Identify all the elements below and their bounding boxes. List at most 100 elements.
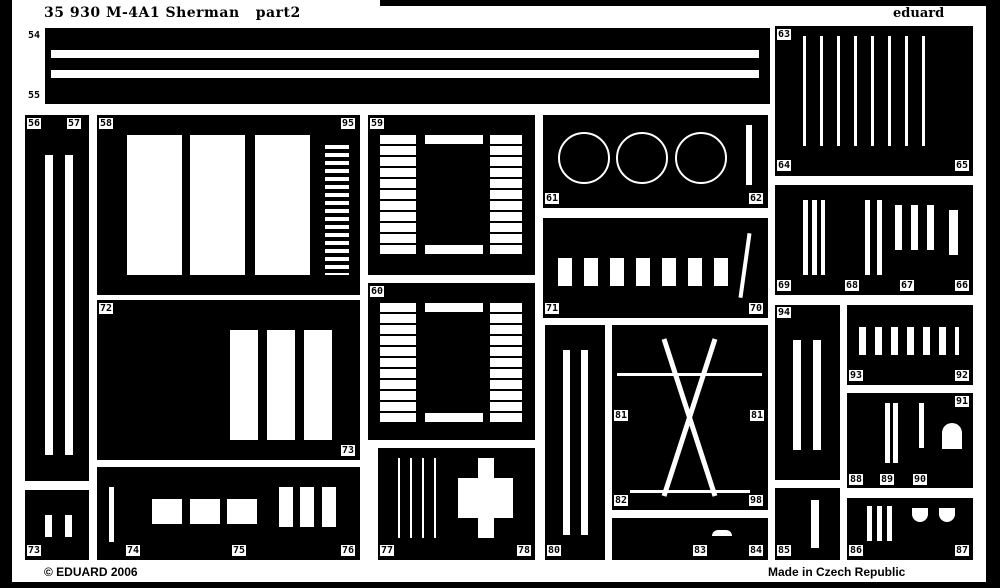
part-label: 86 xyxy=(849,545,864,556)
panel-rails xyxy=(45,28,770,104)
made-in-text: Made in Czech Republic xyxy=(768,565,906,579)
part-label: 93 xyxy=(849,370,864,381)
bracket-3 xyxy=(304,330,332,440)
part-75a xyxy=(152,499,182,524)
part-label: 95 xyxy=(341,118,356,129)
part-label: 82 xyxy=(614,495,629,506)
strips-68 xyxy=(865,200,883,275)
pins-93 xyxy=(859,327,959,355)
seat-right xyxy=(255,135,310,275)
part-label: 71 xyxy=(545,303,560,314)
part-66 xyxy=(949,210,958,255)
part-label: 92 xyxy=(955,370,970,381)
strip-94b xyxy=(813,340,821,450)
grille-60-right xyxy=(490,303,522,423)
panel-94 xyxy=(775,305,840,480)
panel-74-76 xyxy=(97,467,360,560)
comb-part-95 xyxy=(325,145,349,275)
part-label: 98 xyxy=(749,495,764,506)
fret-edge-left xyxy=(0,0,12,588)
grille-60-left xyxy=(380,303,416,423)
part-87a xyxy=(912,508,928,522)
seat-left xyxy=(127,135,182,275)
part-label: 65 xyxy=(955,160,970,171)
strip-80b xyxy=(581,350,588,535)
seat-center xyxy=(190,135,245,275)
part-label: 81 xyxy=(750,410,765,421)
part-label: 81 xyxy=(614,410,629,421)
bar-60-top xyxy=(425,303,483,312)
part-76b xyxy=(300,487,314,527)
part-label: 72 xyxy=(99,303,114,314)
part-74 xyxy=(109,487,114,542)
fret-title: 35 930 M-4A1 Sherman part2 xyxy=(44,5,301,21)
part-70 xyxy=(738,233,752,298)
panel-70-71 xyxy=(543,218,768,318)
part-73a xyxy=(45,515,52,537)
part-label: 83 xyxy=(693,545,708,556)
part-label: 91 xyxy=(955,396,970,407)
fret-edge-top xyxy=(380,0,1000,6)
part-label: 89 xyxy=(880,474,895,485)
part-label: 59 xyxy=(370,118,385,129)
part-label: 88 xyxy=(849,474,864,485)
rods-77 xyxy=(398,458,443,538)
bar-82-bottom xyxy=(630,490,750,493)
part-84 xyxy=(712,530,732,536)
panel-83-84 xyxy=(612,518,768,560)
part-number: part2 xyxy=(255,5,301,21)
round-part-61a xyxy=(558,132,610,184)
panel-58-95 xyxy=(97,115,360,295)
part-87b xyxy=(939,508,955,522)
strip-part-57 xyxy=(65,155,73,455)
part-label: 84 xyxy=(749,545,764,556)
panel-92-93 xyxy=(847,305,973,385)
strip-94a xyxy=(793,340,801,450)
part-62 xyxy=(746,125,752,185)
part-label: 78 xyxy=(517,545,532,556)
part-label: 60 xyxy=(370,286,385,297)
rail-part-54 xyxy=(51,50,759,58)
bar-81-top xyxy=(617,373,762,376)
bracket-2 xyxy=(267,330,295,440)
bracket-1 xyxy=(230,330,258,440)
bar-60-bottom xyxy=(425,413,483,422)
strips-67 xyxy=(895,205,935,250)
part-90 xyxy=(919,403,924,448)
panel-81-98 xyxy=(612,325,768,510)
panel-88-91 xyxy=(847,393,973,488)
part-label: 87 xyxy=(955,545,970,556)
part-label: 68 xyxy=(845,280,860,291)
hatch-78-strip xyxy=(478,458,494,538)
part-label: 62 xyxy=(749,193,764,204)
part-76a xyxy=(279,487,293,527)
part-89 xyxy=(893,403,898,463)
part-label: 80 xyxy=(547,545,562,556)
panel-60 xyxy=(368,283,535,440)
panel-56-57 xyxy=(25,115,89,481)
part-91 xyxy=(942,423,962,449)
part-73b xyxy=(65,515,72,537)
part-75c xyxy=(227,499,257,524)
grille-59-left xyxy=(380,135,416,255)
part-label: 94 xyxy=(777,307,792,318)
part-label: 69 xyxy=(777,280,792,291)
part-86 xyxy=(867,506,893,541)
fret-edge-bottom xyxy=(0,582,1000,588)
part-label: 54 xyxy=(27,30,42,41)
panel-86-87 xyxy=(847,498,973,560)
part-label: 61 xyxy=(545,193,560,204)
part-label: 57 xyxy=(67,118,82,129)
panel-63-65 xyxy=(775,26,973,176)
part-label: 90 xyxy=(913,474,928,485)
part-label: 85 xyxy=(777,545,792,556)
panel-59 xyxy=(368,115,535,275)
part-75b xyxy=(190,499,220,524)
strip-80a xyxy=(563,350,570,535)
round-part-61c xyxy=(675,132,727,184)
panel-61-62 xyxy=(543,115,768,208)
panel-66-69 xyxy=(775,185,973,295)
pins-71 xyxy=(558,258,728,286)
bar-59-bottom xyxy=(425,245,483,254)
part-label: 73 xyxy=(341,445,356,456)
